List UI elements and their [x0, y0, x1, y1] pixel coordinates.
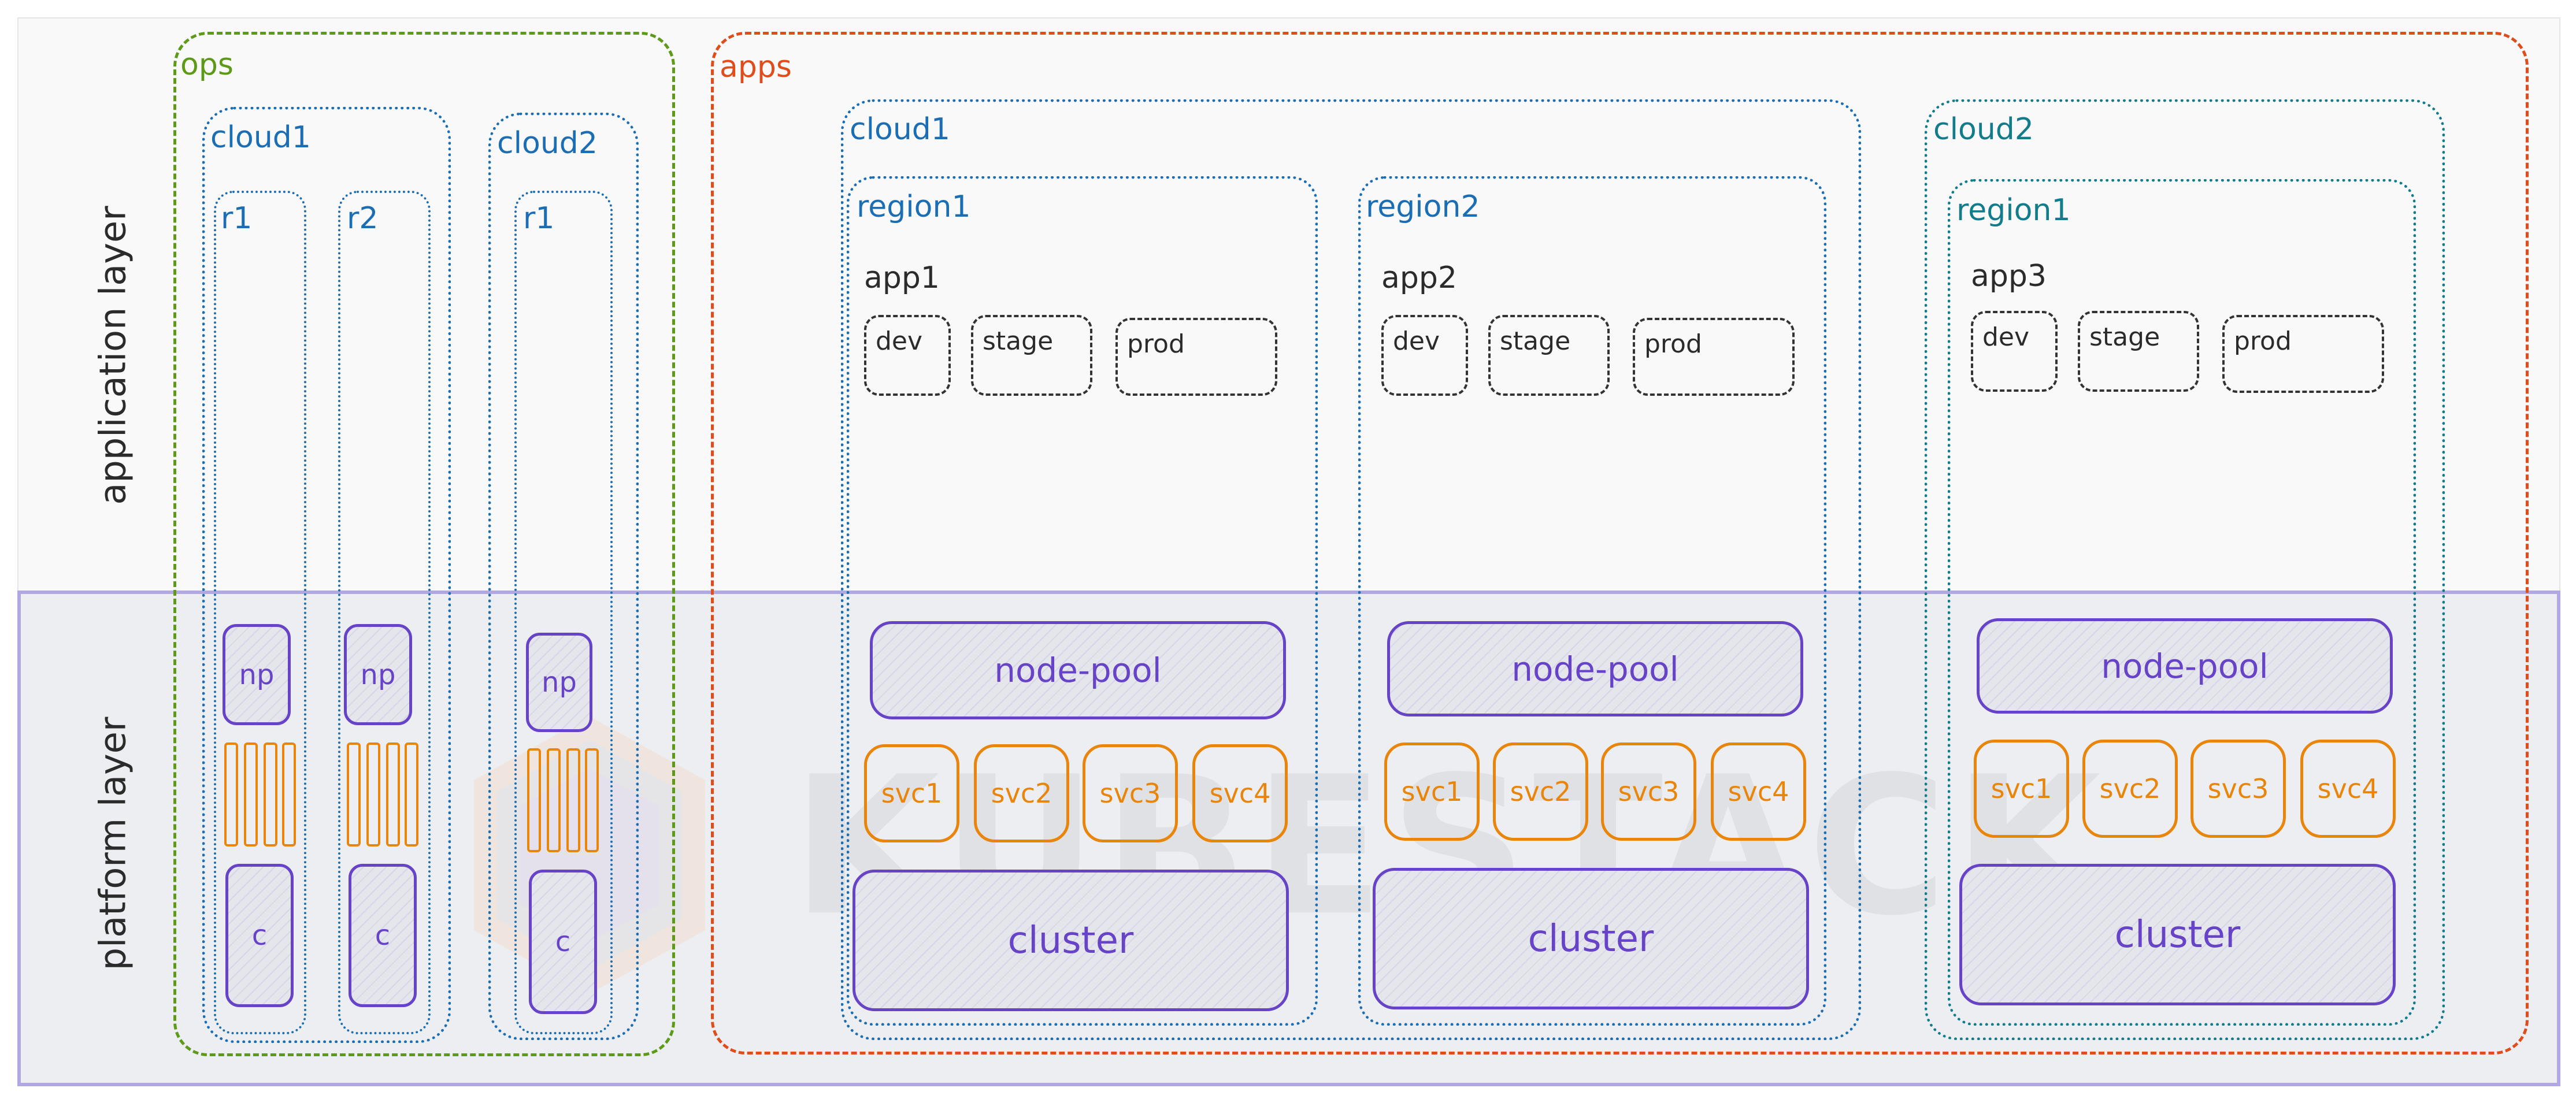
ops-cloud2-r1-node-pool: np	[526, 633, 592, 732]
app3-service-svc1: svc1	[1974, 740, 2069, 838]
env-label: stage	[1500, 326, 1571, 356]
app1-service-svc1: svc1	[864, 744, 959, 842]
ops-cloud1-r1-cluster: c	[225, 864, 294, 1007]
ops-cloud2-container	[488, 113, 639, 1040]
env-label: prod	[1127, 329, 1185, 359]
application-layer-label: application layer	[91, 206, 134, 505]
service-stripe	[244, 742, 258, 846]
apps-cloud1-region1-node-pool: node-pool	[870, 621, 1286, 719]
platform-layer-label: platform layer	[91, 716, 134, 971]
env-label: prod	[2234, 326, 2292, 356]
service-stripe	[405, 742, 418, 846]
apps-group	[711, 32, 2529, 1055]
env-label: stage	[983, 326, 1054, 356]
apps-cloud1-region2	[1358, 176, 1826, 1026]
ops-cloud1-r1-label: r1	[221, 201, 253, 236]
ops-cloud2-region-r1	[514, 191, 613, 1034]
service-stripe	[527, 748, 541, 852]
apps-cloud2-container	[1925, 99, 2445, 1040]
service-stripe	[264, 742, 277, 846]
app1-label: app1	[864, 261, 940, 295]
apps-cloud1-region1-cluster: cluster	[853, 870, 1289, 1011]
app1-service-svc4: svc4	[1192, 744, 1288, 842]
app2-service-svc3: svc3	[1601, 742, 1696, 841]
apps-cloud2-region1-cluster: cluster	[1959, 864, 2396, 1005]
app3-service-svc4: svc4	[2300, 740, 2396, 838]
ops-cloud2-r1-cluster: c	[529, 870, 597, 1014]
app2-env-dev: dev	[1381, 315, 1468, 396]
app2-env-prod: prod	[1633, 318, 1795, 396]
app2-env-stage: stage	[1488, 315, 1610, 396]
app2-label: app2	[1381, 261, 1457, 295]
service-stripe	[585, 748, 599, 852]
ops-cloud1-r2-service-stripes	[347, 742, 419, 846]
ops-cloud2-r1-label: r1	[523, 201, 555, 236]
service-stripe	[386, 742, 400, 846]
apps-cloud2-region1-node-pool: node-pool	[1977, 618, 2393, 714]
ops-cloud2-r1-service-stripes	[527, 748, 599, 852]
ops-cloud1-r1-node-pool: np	[223, 624, 291, 725]
ops-cloud1-r2-cluster: c	[349, 864, 417, 1007]
ops-cloud1-r2-label: r2	[347, 201, 379, 236]
apps-cloud1-container	[841, 99, 1861, 1040]
apps-label: apps	[720, 50, 792, 84]
app1-env-stage: stage	[971, 315, 1092, 396]
app2-service-svc2: svc2	[1493, 742, 1588, 841]
service-stripe	[282, 742, 296, 846]
env-label: dev	[876, 326, 923, 356]
app3-service-svc2: svc2	[2082, 740, 2178, 838]
env-label: prod	[1644, 329, 1702, 359]
app1-env-dev: dev	[864, 315, 951, 396]
ops-group	[173, 32, 675, 1056]
apps-cloud1-region2-node-pool: node-pool	[1387, 621, 1803, 716]
apps-cloud2-region1	[1948, 179, 2416, 1026]
ops-cloud1-r1-service-stripes	[224, 742, 296, 846]
apps-cloud2-label: cloud2	[1933, 112, 2034, 147]
app2-service-svc1: svc1	[1384, 742, 1480, 841]
apps-cloud1-region2-cluster: cluster	[1373, 868, 1809, 1009]
apps-cloud1-region2-label: region2	[1366, 190, 1480, 224]
app3-env-stage: stage	[2078, 311, 2199, 392]
service-stripe	[347, 742, 361, 846]
ops-cloud2-label: cloud2	[497, 126, 598, 161]
app1-service-svc2: svc2	[974, 744, 1069, 842]
app3-label: app3	[1971, 259, 2047, 294]
app3-env-dev: dev	[1971, 311, 2058, 392]
app3-env-prod: prod	[2222, 315, 2384, 393]
app1-service-svc3: svc3	[1083, 744, 1178, 842]
apps-cloud1-label: cloud1	[850, 112, 950, 147]
app1-env-prod: prod	[1115, 318, 1277, 396]
application-layer-band	[17, 17, 2560, 595]
ops-cloud1-container	[202, 107, 451, 1043]
env-label: dev	[1982, 322, 2030, 352]
ops-cloud1-region-r2	[338, 191, 431, 1034]
ops-cloud1-label: cloud1	[210, 120, 311, 155]
env-label: stage	[2089, 322, 2160, 352]
ops-cloud1-region-r1	[214, 191, 306, 1034]
env-label: dev	[1393, 326, 1440, 356]
ops-label: ops	[180, 47, 233, 82]
service-stripe	[566, 748, 580, 852]
service-stripe	[547, 748, 561, 852]
apps-cloud1-region1-label: region1	[857, 190, 971, 224]
service-stripe	[366, 742, 380, 846]
ops-cloud1-r2-node-pool: np	[344, 624, 412, 725]
app3-service-svc3: svc3	[2190, 740, 2286, 838]
service-stripe	[224, 742, 238, 846]
apps-cloud1-region1	[847, 176, 1318, 1026]
apps-cloud2-region1-label: region1	[1956, 193, 2071, 228]
app2-service-svc4: svc4	[1711, 742, 1806, 841]
